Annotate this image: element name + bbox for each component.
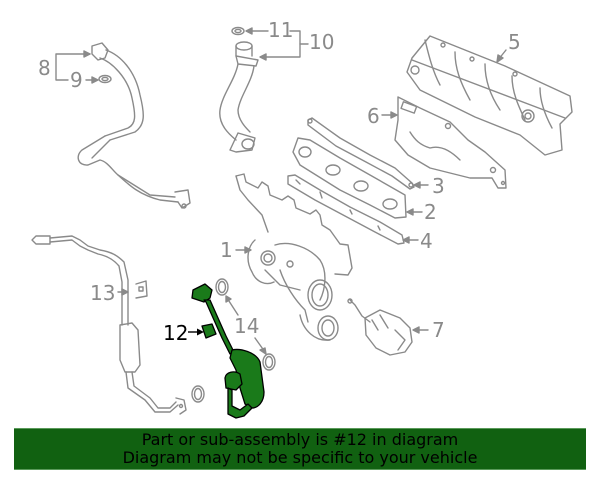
part-3-gasket-strip [307, 117, 415, 190]
callout-14[interactable]: 14 [234, 314, 260, 338]
callout-1[interactable]: 1 [220, 238, 233, 262]
banner-line-disclaimer: Diagram may not be specific to your vehi… [122, 448, 478, 467]
part-11-washer [231, 26, 245, 36]
part-12-highlighted-pipe [191, 283, 265, 419]
callout-5[interactable]: 5 [508, 30, 521, 54]
leader-lines [55, 27, 507, 355]
part-8-pipe [77, 42, 191, 209]
part-13-pipe [31, 235, 187, 415]
callout-12[interactable]: 12 [163, 321, 189, 345]
callout-9[interactable]: 9 [70, 68, 83, 92]
part-14-o-rings [191, 278, 276, 403]
callout-4[interactable]: 4 [420, 229, 433, 253]
part-2-gasket [292, 137, 407, 219]
part-4-gasket [287, 174, 405, 245]
banner-line-part-number: Part or sub-assembly is #12 in diagram [141, 430, 459, 449]
callout-10[interactable]: 10 [309, 30, 335, 54]
part-10-pipe [219, 41, 259, 153]
callout-11[interactable]: 11 [268, 18, 294, 42]
part-5-heat-shield [406, 35, 573, 156]
callout-13[interactable]: 13 [90, 281, 116, 305]
part-1-turbocharger [235, 173, 353, 341]
part-6-heat-shield [394, 96, 507, 189]
part-info-banner: Part or sub-assembly is #12 in diagram D… [14, 428, 586, 470]
callout-2[interactable]: 2 [424, 200, 437, 224]
callout-3[interactable]: 3 [432, 174, 445, 198]
part-12-leader [188, 328, 204, 336]
callout-6[interactable]: 6 [367, 104, 380, 128]
part-7-actuator [347, 298, 413, 356]
callout-7[interactable]: 7 [432, 318, 445, 342]
part-9-washer [98, 74, 112, 84]
callout-8[interactable]: 8 [38, 56, 51, 80]
